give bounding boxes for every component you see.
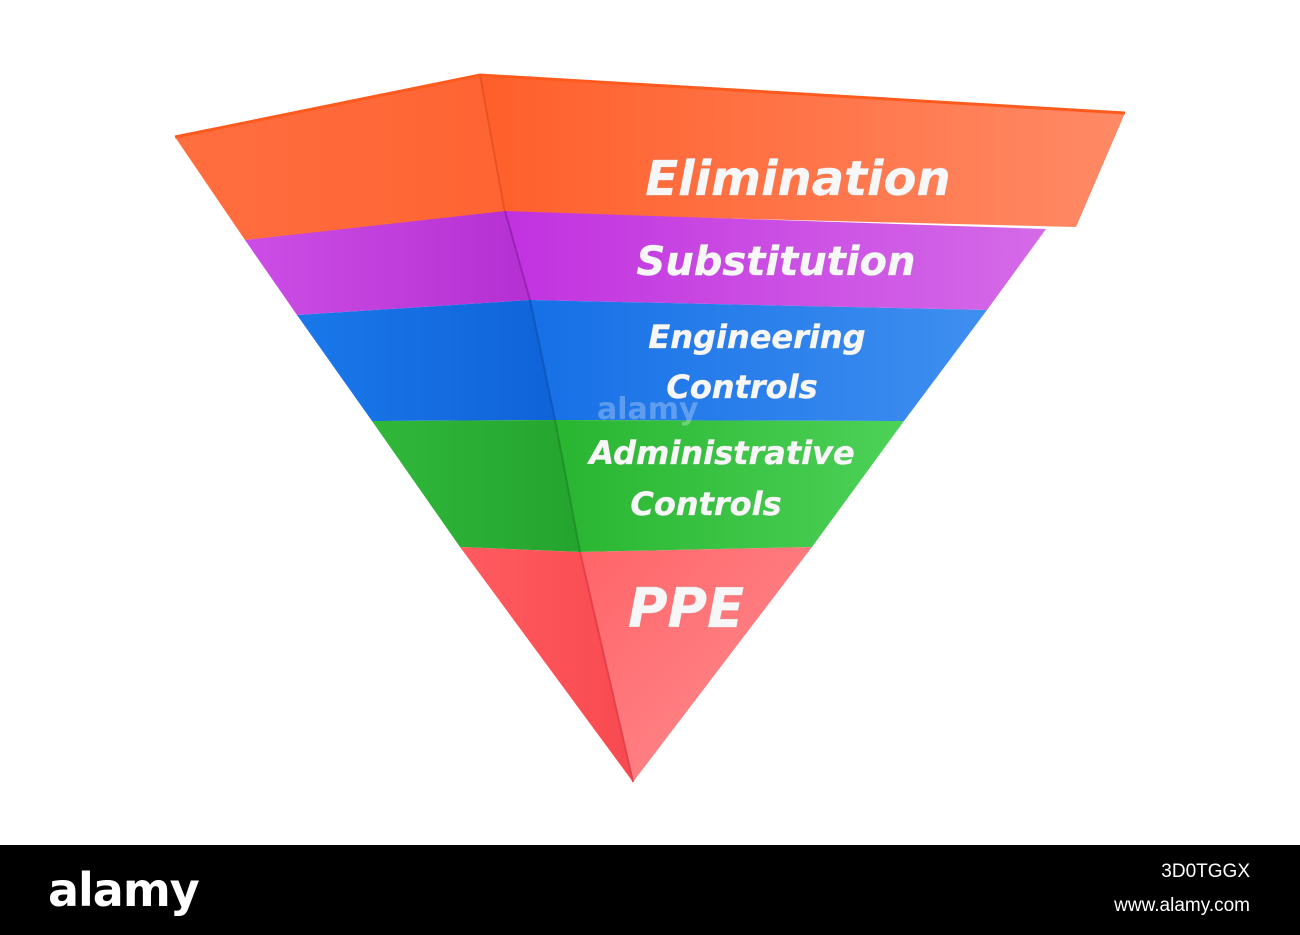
ppe-label: PPE <box>628 577 744 640</box>
footer-logo: alamy <box>48 863 200 917</box>
footer-url: www.alamy.com <box>1114 895 1250 916</box>
level-elimination: Elimination <box>174 73 1126 240</box>
substitution-left-face <box>245 211 530 315</box>
level-substitution: Substitution <box>245 210 1046 315</box>
elimination-left-face <box>175 75 505 240</box>
inverted-pyramid-diagram: Elimination Substitution Engineering Con… <box>174 73 1126 783</box>
elimination-front-face <box>480 75 1125 227</box>
substitution-label: Substitution <box>637 239 916 285</box>
administrative-front-face <box>555 420 904 552</box>
level-engineering-controls: Engineering Controls <box>297 299 987 421</box>
ppe-front-face <box>580 547 812 782</box>
administrative-left-face <box>372 420 580 552</box>
engineering-front-face <box>530 300 987 421</box>
elimination-label: Elimination <box>645 151 950 207</box>
footer-image-id: 3D0TGGX <box>1161 861 1250 882</box>
administrative-label-line1: Administrative <box>586 434 854 472</box>
ppe-left-face <box>460 547 633 782</box>
level-ppe: PPE <box>460 547 812 783</box>
footer-bar: alamy 3D0TGGX www.alamy.com <box>0 845 1300 935</box>
engineering-left-face <box>297 300 555 421</box>
administrative-label-line2: Controls <box>630 485 781 523</box>
watermark-text: alamy <box>597 392 699 427</box>
engineering-label-line2: Controls <box>666 368 817 406</box>
level-administrative-controls: Administrative Controls <box>372 419 904 553</box>
engineering-label-line1: Engineering <box>648 318 865 356</box>
substitution-front-face <box>505 211 1046 310</box>
